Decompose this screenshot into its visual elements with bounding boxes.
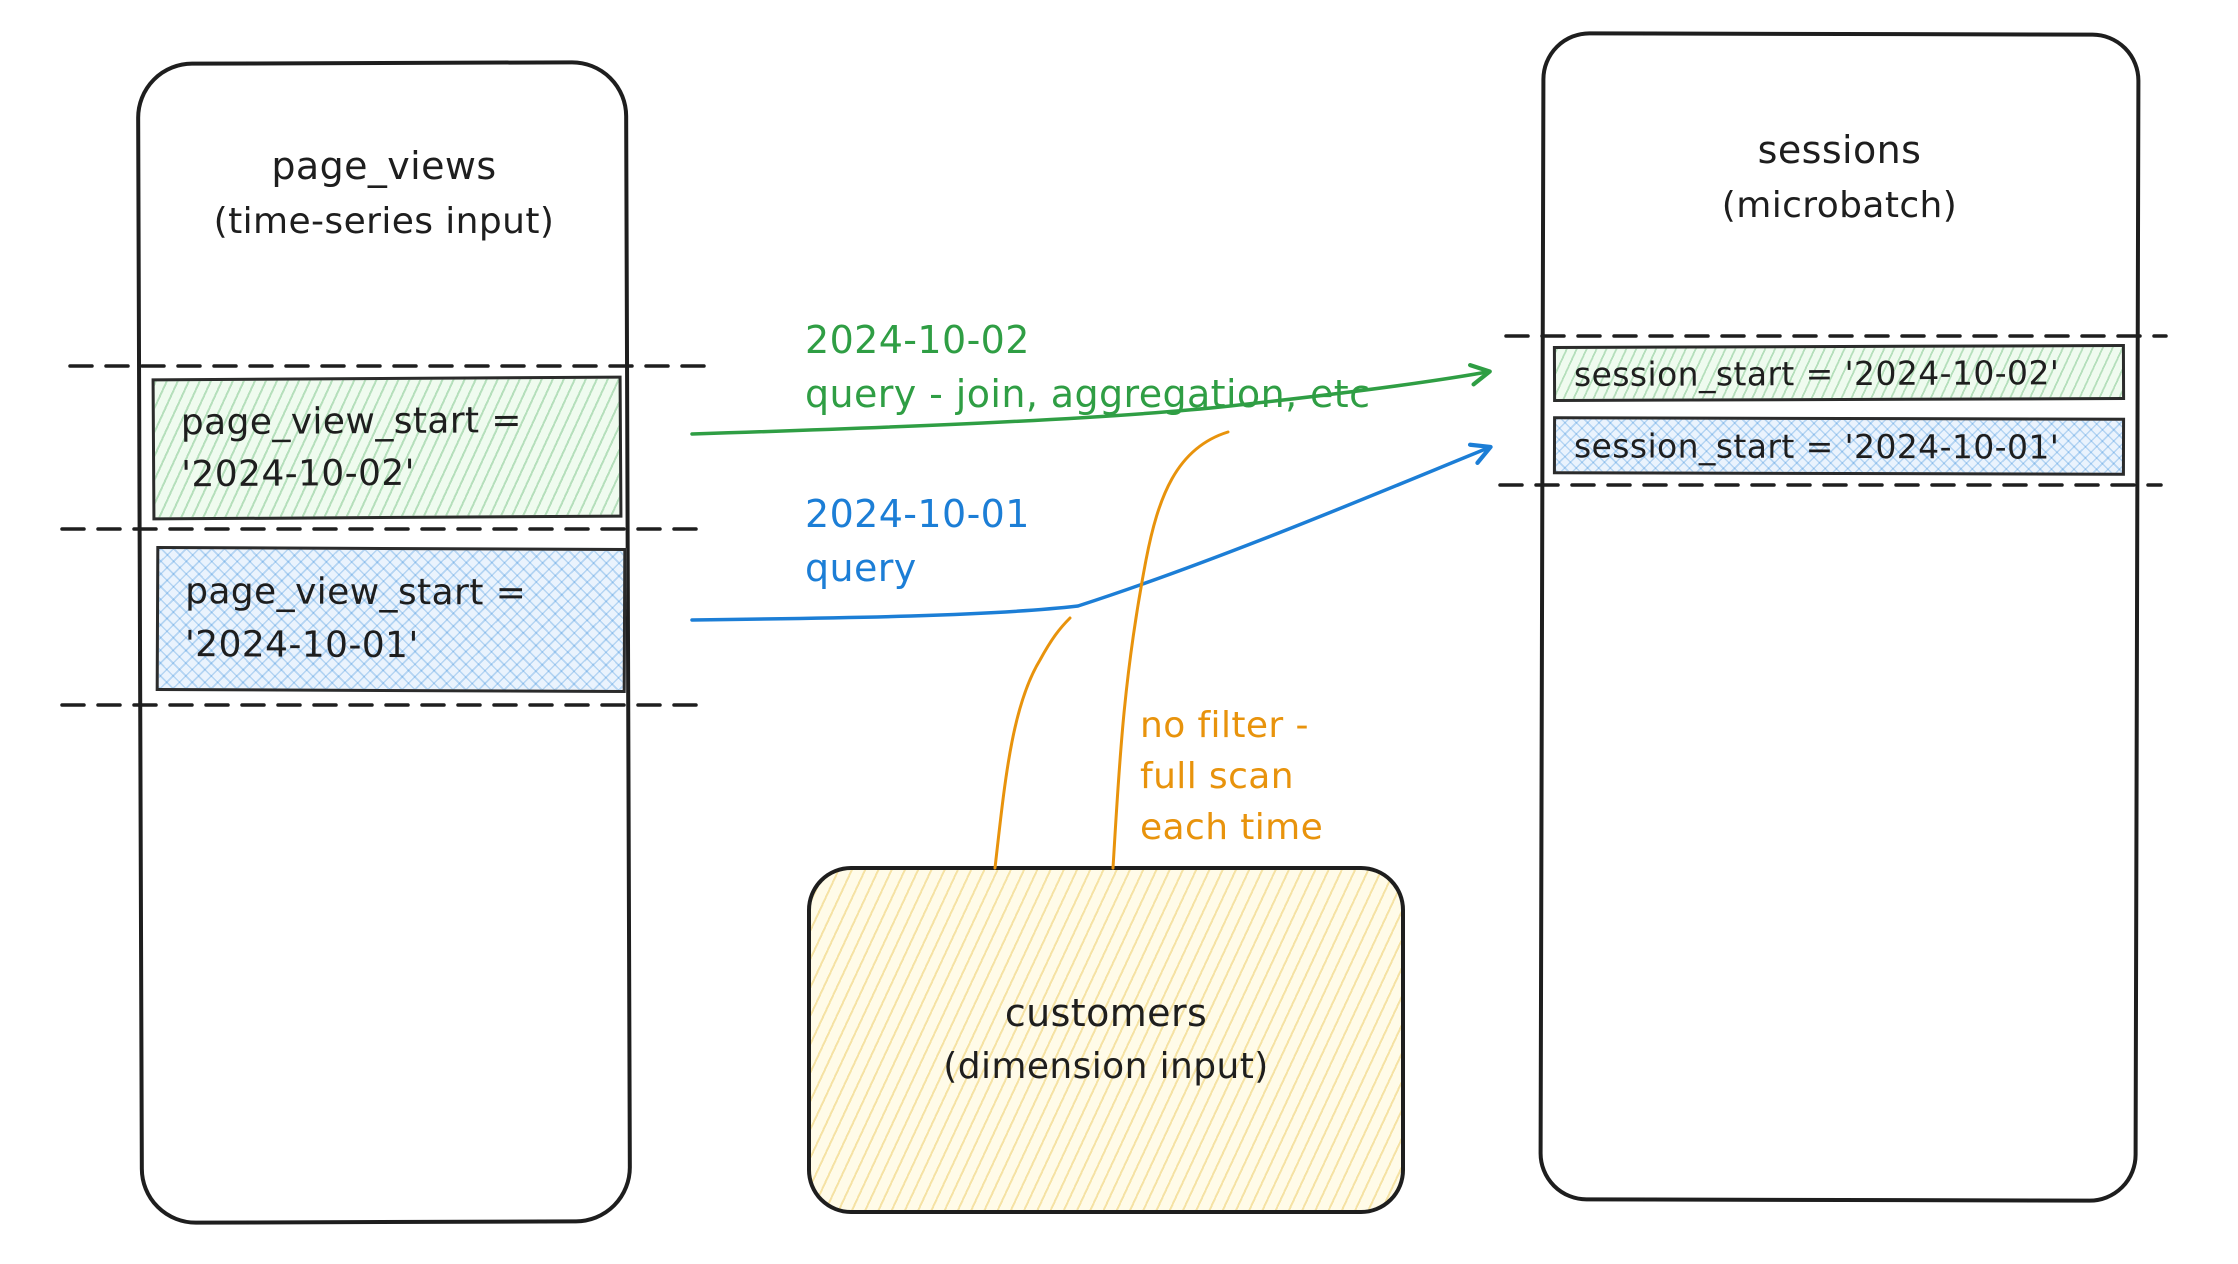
row-text: session_start = '2024-10-02' bbox=[1573, 352, 2060, 394]
orange-note-label: no filter - full scan each time bbox=[1140, 700, 1323, 853]
row-text-line: page_view_start = bbox=[180, 399, 523, 444]
green-query-label: 2024-10-02 query - join, aggregation, et… bbox=[805, 314, 1370, 422]
customers-subtitle: (dimension input) bbox=[943, 1046, 1269, 1088]
orange-line-to-blue-query bbox=[993, 616, 1072, 870]
sessions-title: sessions (microbatch) bbox=[1540, 122, 2139, 233]
blue-query-label: 2024-10-01 query bbox=[805, 488, 1030, 596]
green-query-desc: query - join, aggregation, etc bbox=[805, 371, 1371, 416]
blue-query-date: 2024-10-01 bbox=[805, 492, 1030, 536]
row-text-line: page_view_start = bbox=[185, 571, 527, 614]
customers-title: customers bbox=[1004, 991, 1208, 1036]
page-views-title-line: page_views bbox=[271, 144, 497, 188]
sessions-subtitle: (microbatch) bbox=[1721, 185, 1958, 226]
session-row-2024-10-01: session_start = '2024-10-01' bbox=[1552, 416, 2126, 476]
orange-note-line: full scan bbox=[1140, 756, 1294, 798]
row-text: session_start = '2024-10-01' bbox=[1573, 425, 2060, 467]
orange-note-line: no filter - bbox=[1140, 705, 1309, 746]
blue-query-desc: query bbox=[805, 545, 917, 590]
customers-table: customers (dimension input) bbox=[807, 866, 1405, 1214]
page-views-subtitle: (time-series input) bbox=[213, 201, 555, 242]
sessions-title-line: sessions bbox=[1757, 128, 1922, 172]
orange-note-line: each time bbox=[1140, 807, 1324, 849]
page-view-row-2024-10-01: page_view_start = '2024-10-01' bbox=[155, 545, 627, 694]
page-views-title: page_views (time-series input) bbox=[138, 138, 630, 249]
green-query-date: 2024-10-02 bbox=[805, 318, 1030, 362]
session-row-2024-10-02: session_start = '2024-10-02' bbox=[1552, 344, 2126, 402]
row-text-line: '2024-10-02' bbox=[181, 452, 416, 496]
row-text-line: '2024-10-01' bbox=[184, 623, 419, 666]
page-view-row-2024-10-02: page_view_start = '2024-10-02' bbox=[151, 375, 623, 521]
